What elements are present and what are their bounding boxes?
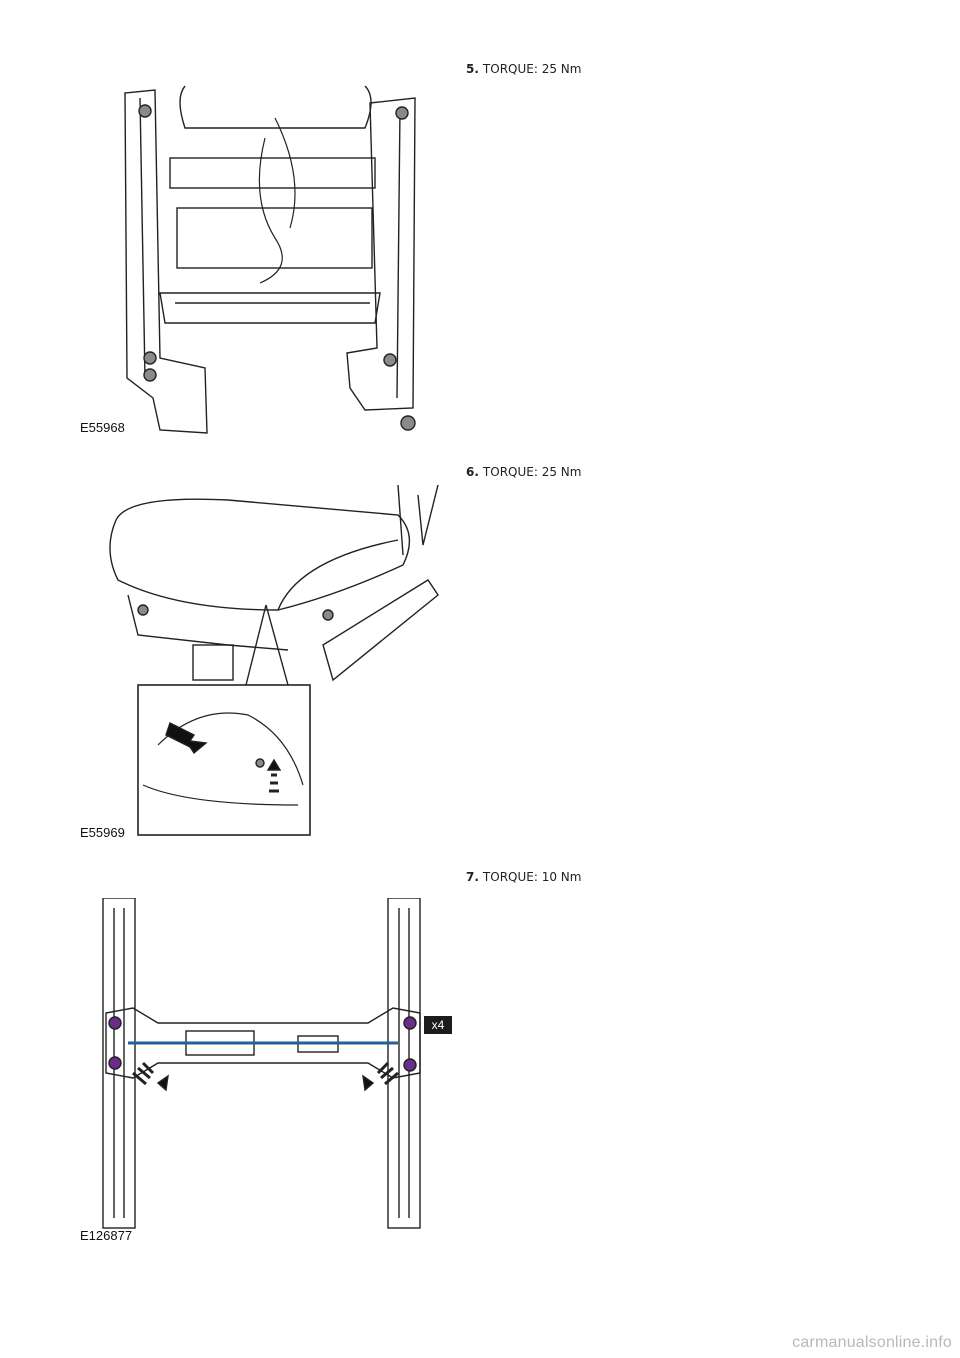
step-text: TORQUE: 25 Nm bbox=[482, 465, 582, 479]
step-5: 5.TORQUE: 25 Nm bbox=[466, 62, 581, 76]
figure-code: E55969 bbox=[80, 825, 125, 840]
figure-seat-runners: x4 bbox=[98, 898, 458, 1233]
watermark-footer: carmanualsonline.info bbox=[792, 1334, 952, 1351]
step-text: TORQUE: 25 Nm bbox=[482, 62, 582, 76]
step-number: 5. bbox=[466, 62, 479, 76]
step-7: 7.TORQUE: 10 Nm bbox=[466, 870, 581, 884]
step-number: 6. bbox=[466, 465, 479, 479]
step-6: 6.TORQUE: 25 Nm bbox=[466, 465, 581, 479]
quantity-callout: x4 bbox=[424, 1016, 452, 1034]
figure-seat-cushion bbox=[98, 485, 443, 840]
figure-code: E55968 bbox=[80, 420, 125, 435]
step-number: 7. bbox=[466, 870, 479, 884]
step-text: TORQUE: 10 Nm bbox=[482, 870, 582, 884]
figure-code: E126877 bbox=[80, 1228, 133, 1243]
figure-seat-frame-top bbox=[115, 78, 435, 438]
